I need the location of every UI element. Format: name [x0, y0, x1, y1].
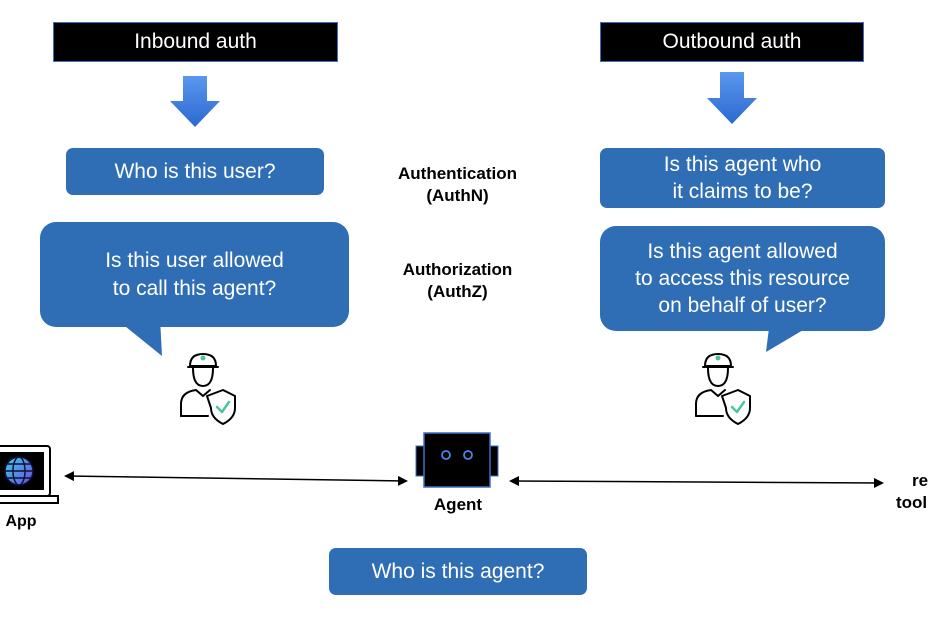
agent-resource-connector — [509, 476, 884, 488]
authentication-label: Authentication (AuthN) — [370, 163, 545, 207]
authorization-label-line-1: Authorization — [402, 260, 513, 279]
inbound-auth-header: Inbound auth — [53, 22, 338, 62]
outbound-authz-line-1: Is this agent allowed — [647, 239, 838, 263]
inbound-down-arrow — [170, 76, 220, 127]
outbound-authn-line-1: Is this agent who — [663, 152, 822, 176]
inbound-authz-bubble: Is this user allowed to call this agent? — [40, 222, 349, 327]
outbound-authz-bubble: Is this agent allowed to access this res… — [600, 226, 885, 331]
app-agent-connector — [64, 471, 408, 486]
inbound-authn-box: Who is this user? — [66, 148, 324, 195]
resource-label-line-1: re — [912, 471, 929, 490]
authentication-label-line-1: Authentication — [398, 164, 517, 183]
outbound-authz-line-2: to access this resource — [635, 266, 850, 290]
authorization-label: Authorization (AuthZ) — [370, 259, 545, 303]
outbound-auth-header: Outbound auth — [600, 22, 864, 62]
app-label-text: App — [5, 513, 37, 530]
agent-identity-box: Who is this agent? — [329, 548, 587, 595]
inbound-authn-text: Who is this user? — [114, 159, 276, 183]
authentication-label-line-2: (AuthN) — [426, 186, 489, 206]
outbound-auth-header-text: Outbound auth — [662, 30, 802, 53]
robot-agent-icon — [415, 432, 499, 488]
agent-label: Agent — [420, 494, 496, 516]
laptop-globe-icon — [0, 445, 59, 504]
outbound-authn-box: Is this agent who it claims to be? — [600, 148, 885, 208]
outbound-authz-line-3: on behalf of user? — [658, 294, 827, 318]
inbound-authz-line-1: Is this user allowed — [105, 249, 284, 273]
outbound-down-arrow — [707, 72, 757, 124]
agent-label-text: Agent — [433, 495, 483, 514]
outbound-authn-line-2: it claims to be? — [672, 180, 813, 203]
resource-label-line-2: tool — [896, 493, 928, 513]
security-guard-icon-outbound — [695, 353, 751, 425]
app-label: App — [0, 512, 42, 533]
authorization-label-line-2: (AuthZ) — [427, 282, 488, 302]
resource-label-partial: re tool — [890, 470, 930, 514]
agent-identity-text: Who is this agent? — [371, 559, 545, 583]
security-guard-icon-inbound — [180, 353, 236, 425]
inbound-bubble-tail — [115, 318, 162, 356]
inbound-authz-line-2: to call this agent? — [112, 276, 277, 300]
inbound-auth-header-text: Inbound auth — [134, 30, 257, 53]
